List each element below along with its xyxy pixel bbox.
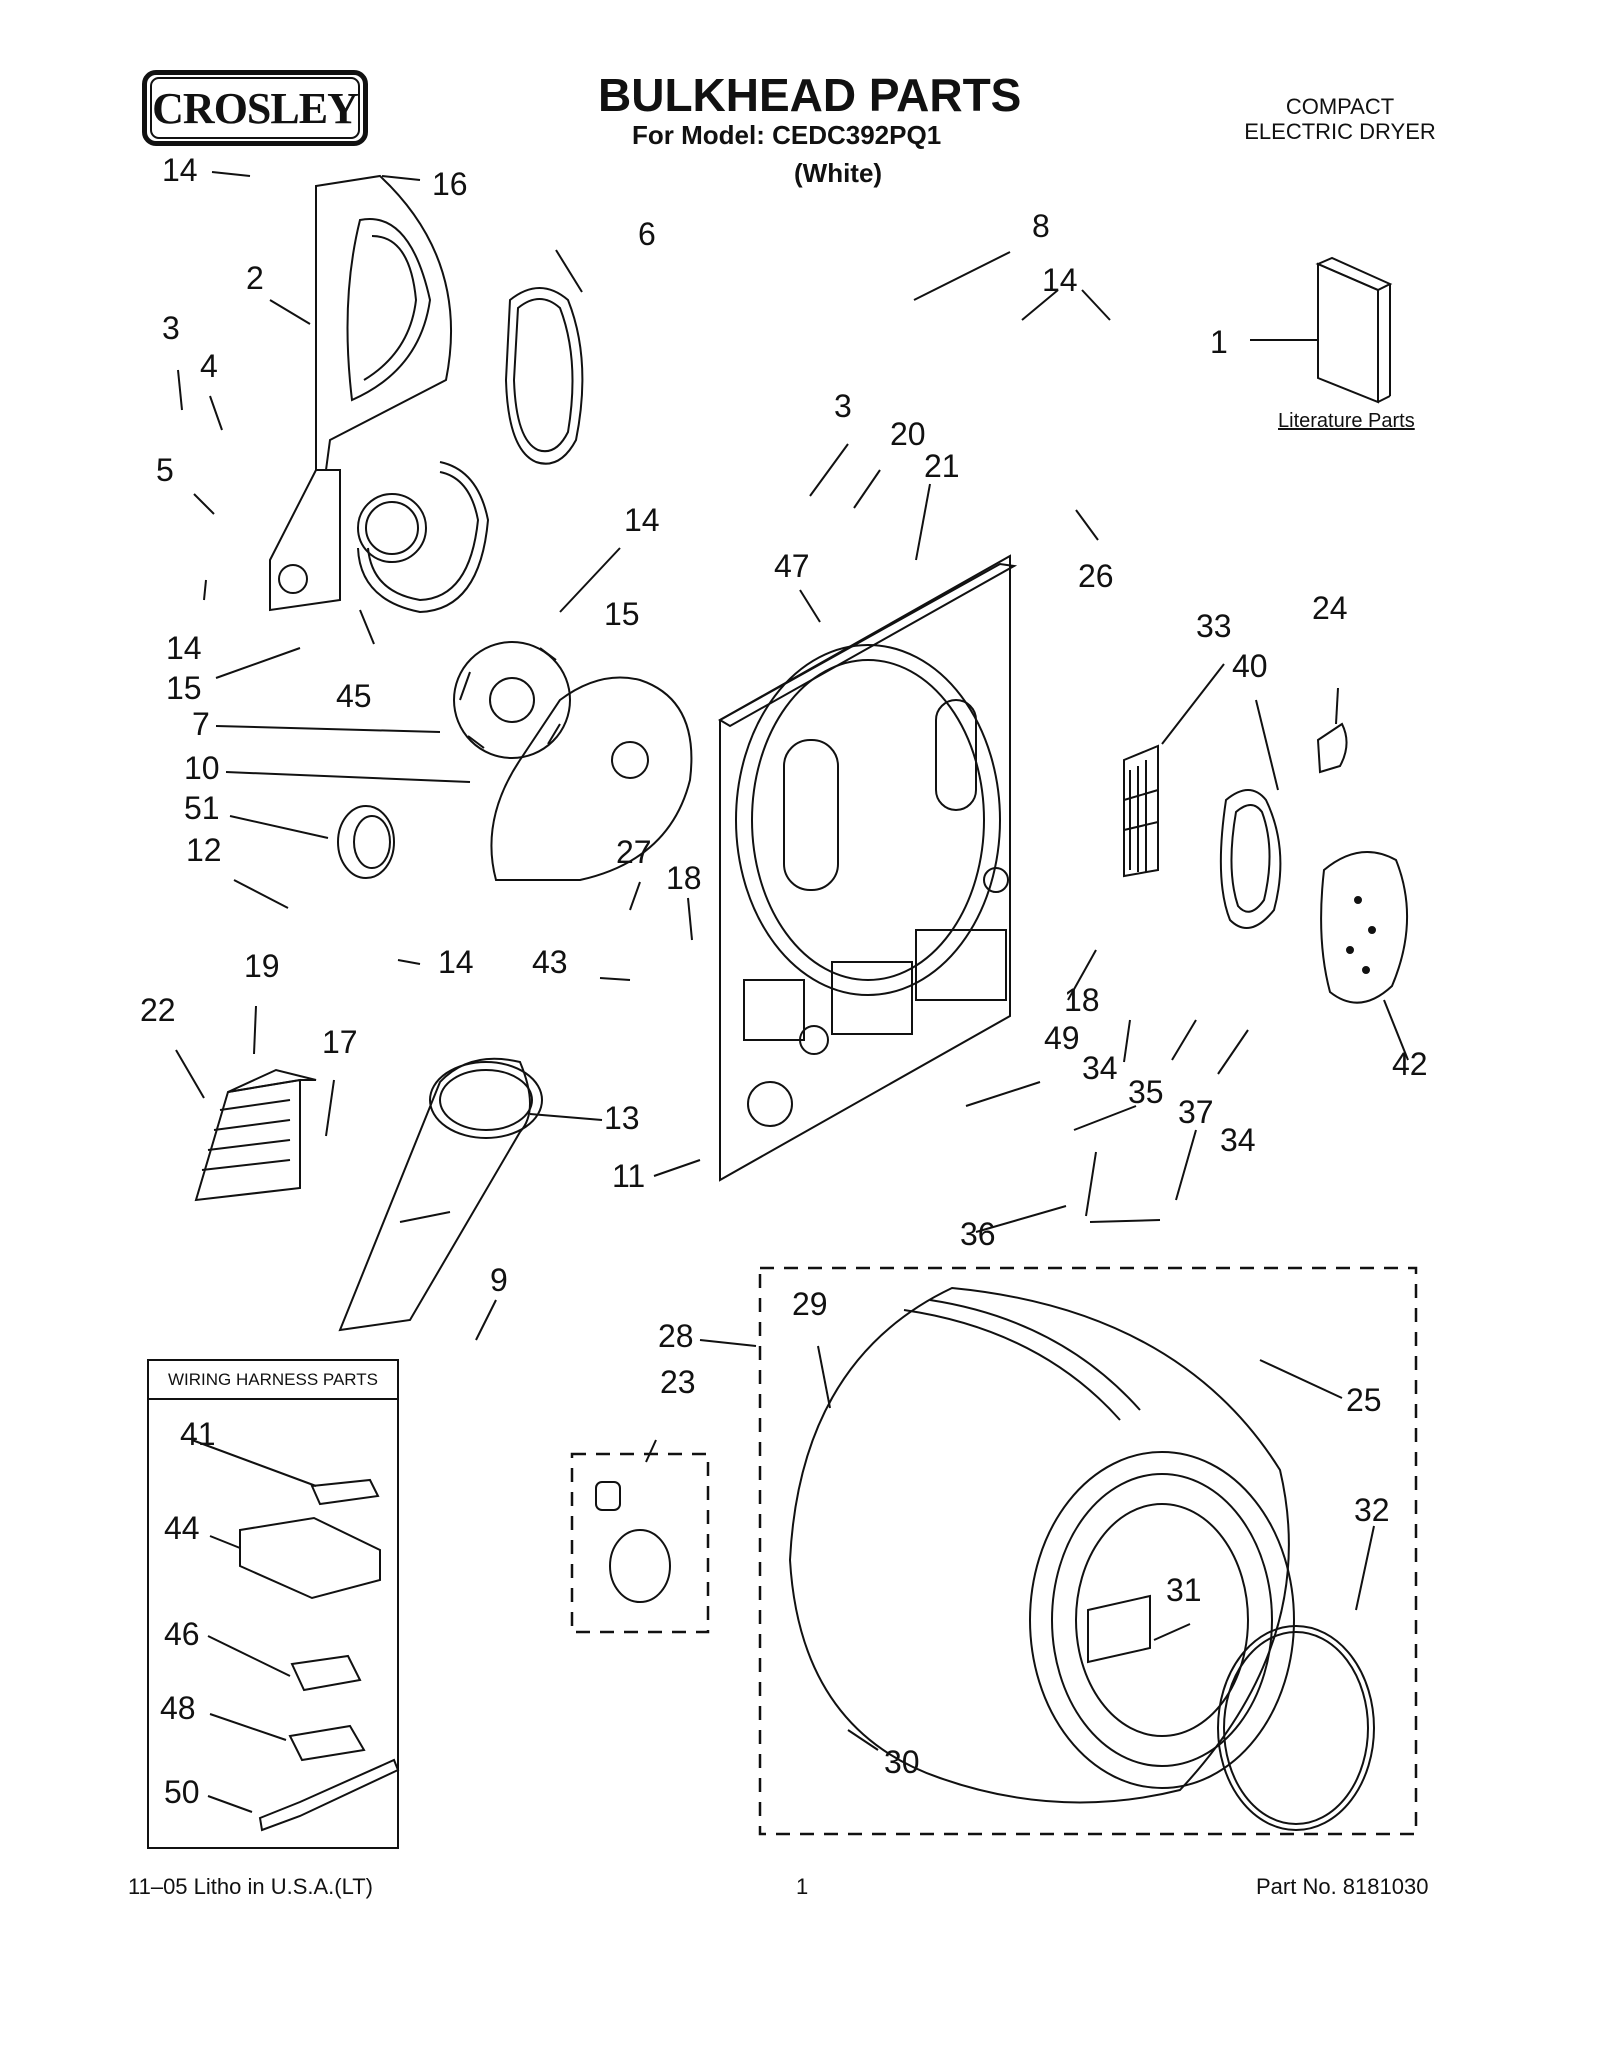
callout-1: 1	[1210, 324, 1228, 360]
rear-bearing	[337, 805, 395, 879]
callout-17: 17	[322, 1024, 358, 1060]
duct-seal	[504, 287, 584, 465]
callout-34: 34	[1220, 1122, 1256, 1158]
exhaust-duct	[269, 174, 452, 612]
product-type-line1: COMPACT	[1285, 94, 1395, 119]
drum	[788, 1286, 1295, 1804]
callout-20: 20	[890, 416, 926, 452]
blower-seal	[357, 461, 490, 614]
front-bulkhead	[718, 554, 1018, 1182]
drum-kit-box	[758, 1266, 1418, 1836]
hardware-kit-box	[570, 1452, 710, 1634]
callout-24: 24	[1312, 590, 1348, 626]
callout-13: 13	[604, 1100, 640, 1136]
callout-31: 31	[1166, 1572, 1202, 1608]
literature-booklet	[1315, 256, 1393, 404]
wiring-harness-box	[147, 1359, 399, 1849]
callout-35: 35	[1128, 1074, 1164, 1110]
callout-47: 47	[774, 548, 810, 584]
callout-42: 42	[1392, 1046, 1428, 1082]
crosley-logo: CROSLEY	[142, 70, 368, 146]
callout-29: 29	[792, 1286, 828, 1322]
drum-seal	[1217, 1625, 1375, 1831]
callout-8: 8	[1032, 208, 1050, 244]
callout-30: 30	[884, 1744, 920, 1780]
part-number: Part No. 8181030	[1256, 1874, 1429, 1899]
callout-14: 14	[166, 630, 202, 666]
callout-49: 49	[1044, 1020, 1080, 1056]
callout-19: 19	[244, 948, 280, 984]
callout-27: 27	[616, 834, 652, 870]
callout-10: 10	[184, 750, 220, 786]
product-type: COMPACT ELECTRIC DRYER	[1240, 94, 1440, 144]
literature-parts-label: Literature Parts	[1278, 410, 1415, 432]
callout-43: 43	[532, 944, 568, 980]
callout-15: 15	[166, 670, 202, 706]
callout-14: 14	[162, 152, 198, 188]
callout-15: 15	[604, 596, 640, 632]
brand-name: CROSLEY	[152, 83, 359, 133]
callout-14: 14	[438, 944, 474, 980]
callout-33: 33	[1196, 608, 1232, 644]
callout-12: 12	[186, 832, 222, 868]
footer-litho: 11–05 Litho in U.S.A.(LT)	[128, 1874, 373, 1899]
lint-screen	[1123, 744, 1159, 878]
callout-5: 5	[156, 452, 174, 488]
model-color: (White)	[794, 158, 883, 188]
callout-3: 3	[162, 310, 180, 346]
callout-4: 4	[200, 348, 218, 384]
callout-32: 32	[1354, 1492, 1390, 1528]
callout-51: 51	[184, 790, 220, 826]
leader-lines	[175, 171, 1409, 1813]
product-type-line2: ELECTRIC DRYER	[1244, 119, 1436, 144]
callout-40: 40	[1232, 648, 1268, 684]
callout-2: 2	[246, 260, 264, 296]
callout-14: 14	[1042, 262, 1078, 298]
lint-grille	[1320, 851, 1408, 1004]
callout-14: 14	[624, 502, 660, 538]
callout-21: 21	[924, 448, 960, 484]
callout-36: 36	[960, 1216, 996, 1252]
callout-26: 26	[1078, 558, 1114, 594]
callout-28: 28	[658, 1318, 694, 1354]
callout-25: 25	[1346, 1382, 1382, 1418]
blower-wheel	[453, 641, 571, 759]
hardware-kit	[595, 1481, 671, 1603]
callout-16: 16	[432, 166, 468, 202]
callout-50: 50	[164, 1774, 200, 1810]
page-title: BULKHEAD PARTS	[598, 69, 1022, 121]
callout-37: 37	[1178, 1094, 1214, 1130]
callout-11: 11	[612, 1158, 646, 1194]
callout-9: 9	[490, 1262, 508, 1298]
heater-assembly	[194, 1068, 317, 1202]
page-number: 1	[796, 1874, 809, 1899]
callout-41: 41	[180, 1416, 216, 1452]
callout-3: 3	[834, 388, 852, 424]
door-catch	[1316, 722, 1348, 774]
callout-46: 46	[164, 1616, 200, 1652]
callout-48: 48	[160, 1690, 196, 1726]
blower-housing	[490, 676, 693, 881]
callout-45: 45	[336, 678, 372, 714]
callout-22: 22	[140, 992, 176, 1028]
model-number: For Model: CEDC392PQ1	[632, 120, 942, 150]
callout-6: 6	[638, 216, 656, 252]
callout-7: 7	[192, 706, 210, 742]
callout-34: 34	[1082, 1050, 1118, 1086]
callout-23: 23	[660, 1364, 696, 1400]
callout-18: 18	[1064, 982, 1100, 1018]
callout-44: 44	[164, 1510, 200, 1546]
lint-duct	[1219, 789, 1282, 929]
callout-18: 18	[666, 860, 702, 896]
wiring-harness-parts	[239, 1478, 400, 1832]
heater-duct	[338, 1057, 543, 1332]
wiring-harness-title: WIRING HARNESS PARTS	[148, 1360, 398, 1400]
